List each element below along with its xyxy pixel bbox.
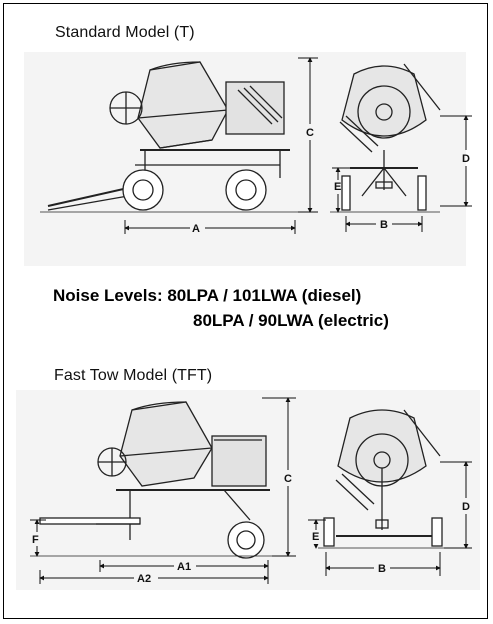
dimension-label-a: A	[192, 223, 200, 235]
standard-model-title: Standard Model (T)	[55, 24, 195, 41]
dimension-label-a2: A2	[137, 573, 151, 585]
dimension-label-c: C	[306, 127, 314, 139]
dimension-label-e: E	[334, 181, 341, 193]
fast-tow-side-view	[30, 401, 275, 559]
dimension-label-a1: A1	[177, 561, 191, 573]
standard-dimension-c	[298, 57, 318, 213]
fast-tow-dimension-e	[308, 519, 326, 549]
noise-levels-diesel: Noise Levels: 80LPA / 101LWA (diesel)	[53, 286, 362, 305]
fast-tow-dimension-label-b: B	[378, 563, 386, 575]
fast-tow-front-view	[318, 409, 448, 549]
fast-tow-dimension-label-e: E	[312, 531, 319, 543]
standard-dimension-b	[345, 216, 423, 232]
standard-side-view	[40, 61, 300, 213]
fast-tow-model-title: Fast Tow Model (TFT)	[54, 367, 213, 384]
standard-dimension-e	[332, 167, 350, 213]
fast-tow-dimension-a1	[99, 560, 269, 572]
fast-tow-dimension-d	[440, 461, 472, 549]
standard-dimension-d	[440, 115, 472, 207]
fast-tow-dimension-b	[325, 552, 441, 576]
fast-tow-dimension-c	[262, 397, 296, 557]
fast-tow-dimension-label-c: C	[284, 473, 292, 485]
fast-tow-dimension-label-d: D	[462, 501, 470, 513]
dimension-label-b: B	[380, 219, 388, 231]
dimension-label-f: F	[32, 534, 39, 546]
noise-levels-electric: 80LPA / 90LWA (electric)	[193, 311, 389, 330]
dimension-label-d: D	[462, 153, 470, 165]
standard-dimension-a	[124, 220, 296, 234]
fast-tow-dimension-f	[30, 519, 46, 557]
standard-front-view	[330, 63, 441, 213]
fast-tow-dimension-a2	[39, 570, 269, 584]
